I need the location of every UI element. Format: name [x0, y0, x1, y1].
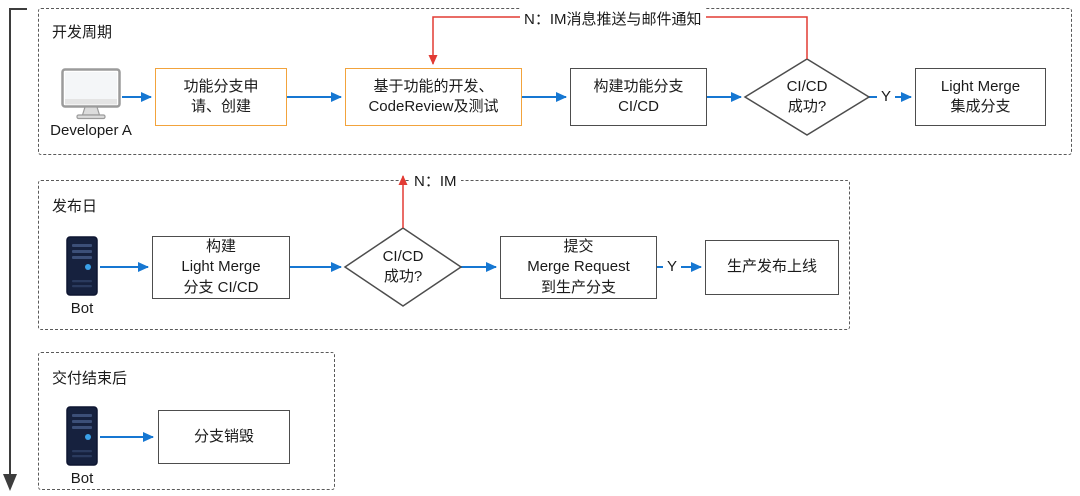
bot-server-icon — [66, 236, 98, 301]
node-merge-request-production-branch: 提交 Merge Request 到生产分支 — [500, 236, 657, 299]
section-title-after-delivery: 交付结束后 — [52, 370, 128, 387]
node-build-feature-cicd: 构建功能分支 CI/CD — [570, 68, 707, 126]
node-branch-destroy: 分支销毁 — [158, 410, 290, 464]
bot-server-icon-2 — [66, 406, 98, 471]
timeline-arrowhead-icon — [3, 474, 17, 491]
timeline-arrow — [9, 8, 27, 474]
yes-label-release-day: Y — [663, 258, 682, 275]
decision-diamond-release-day — [343, 227, 463, 307]
fail-label-dev-cycle: N：IM消息推送与邮件通知 — [520, 8, 706, 29]
section-title-dev-cycle: 开发周期 — [52, 24, 113, 41]
decision-text-dev-cycle: CI/CD 成功? — [786, 77, 828, 115]
node-dev-codereview-test: 基于功能的开发、 CodeReview及测试 — [345, 68, 522, 126]
section-after-delivery — [38, 352, 335, 490]
node-light-merge-branch: Light Merge 集成分支 — [915, 68, 1046, 126]
bot-label-after-delivery: Bot — [70, 470, 94, 487]
developer-computer-icon — [61, 68, 121, 125]
developer-label: Developer A — [50, 122, 132, 139]
section-title-release-day: 发布日 — [52, 198, 98, 215]
node-production-release: 生产发布上线 — [705, 240, 839, 295]
decision-text-release-day: CI/CD 成功? — [382, 247, 424, 285]
decision-diamond-dev-cycle — [743, 58, 871, 136]
node-build-light-merge-cicd: 构建 Light Merge 分支 CI/CD — [152, 236, 290, 299]
fail-label-release-day: N：IM — [410, 170, 461, 191]
node-branch-request-create: 功能分支申 请、创建 — [155, 68, 287, 126]
bot-label-release-day: Bot — [70, 300, 94, 317]
yes-label-dev-cycle: Y — [877, 88, 896, 105]
